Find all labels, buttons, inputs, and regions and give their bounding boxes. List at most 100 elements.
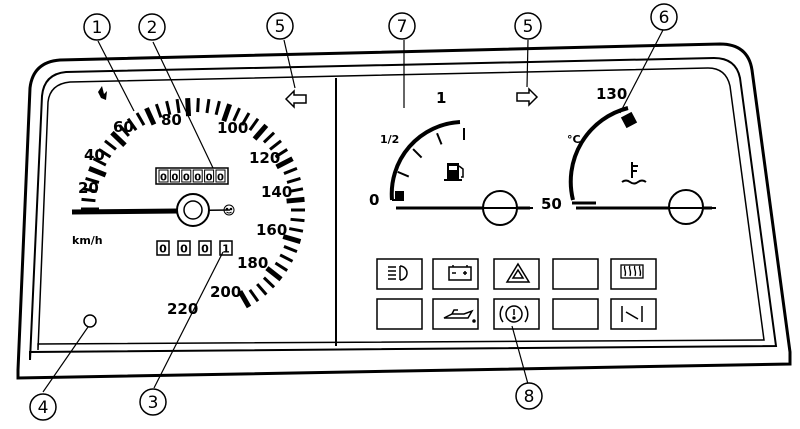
speed-tick: [288, 227, 304, 233]
speed-tick: [221, 103, 232, 122]
speed-tick: [290, 217, 305, 223]
speed-tick: [252, 123, 269, 141]
odometer-digit: 0: [183, 173, 190, 184]
fuel-reserve-marker: [395, 191, 404, 200]
speed-tick: [286, 196, 305, 204]
speed-unit-label: km/h: [72, 234, 103, 247]
trip-digit: 1: [222, 243, 230, 256]
speed-tick: [286, 177, 301, 184]
oil-can-icon: [443, 309, 476, 323]
temp-label-low: 50: [541, 195, 562, 213]
callout-circle: [515, 382, 543, 410]
odometer-digit: 0: [160, 173, 167, 184]
speed-tick: [135, 112, 146, 126]
warning-light-slot: [432, 298, 479, 330]
warning-light-slot: [493, 258, 540, 290]
speed-tick: [92, 157, 107, 167]
speed-tick: [256, 283, 268, 296]
warning-light-slot: [610, 258, 657, 290]
fuel-tick: [397, 170, 410, 178]
speed-tick: [269, 139, 282, 151]
speed-label-60: 60: [113, 118, 134, 136]
speed-tick: [248, 117, 260, 132]
speed-tick: [237, 290, 252, 309]
odometer-digit-cell: [192, 169, 203, 183]
speed-tick: [282, 234, 302, 244]
speed-tick: [283, 245, 298, 254]
odometer-digit-cell: [169, 169, 180, 183]
speed-tick: [279, 253, 294, 263]
reset-knob-symbol: [223, 204, 235, 216]
speed-tick: [97, 148, 112, 159]
speed-tick: [265, 266, 283, 282]
warning-light-panel: [376, 258, 657, 330]
speed-tick: [232, 107, 241, 122]
odometer-digit: 0: [194, 173, 201, 184]
fuel-pump-icon: [444, 163, 464, 181]
speed-tick: [110, 130, 127, 147]
speed-tick: [275, 156, 294, 170]
temp-hot-zone-marker: [620, 111, 638, 129]
speed-label-140: 140: [261, 183, 292, 201]
temp-label-high: 130: [596, 85, 627, 103]
headlight-icon: [388, 265, 408, 281]
callout-circle: [139, 388, 167, 416]
callout-number: 7: [397, 17, 408, 37]
speed-label-200: 200: [210, 283, 241, 301]
brake-icon: [499, 305, 529, 323]
battery-icon: [448, 265, 472, 281]
callout-circle: [138, 13, 166, 41]
odometer-digit: 0: [171, 173, 178, 184]
speed-tick: [288, 187, 304, 193]
turn-indicator-right-icon: [516, 87, 539, 107]
fuel-label-empty: 0: [369, 191, 379, 209]
speed-tick: [104, 139, 117, 151]
callout-circle: [388, 12, 416, 40]
speed-label-100: 100: [217, 119, 248, 137]
speed-label-40: 40: [84, 146, 105, 164]
speed-tick: [214, 100, 221, 116]
callout-circle: [514, 12, 542, 40]
callouts: [42, 29, 664, 393]
fuel-label-half: 1/2: [380, 133, 399, 146]
speed-tick: [240, 112, 251, 126]
speed-tick: [165, 100, 172, 116]
speed-tick: [154, 103, 163, 118]
warning-light-slot: [376, 298, 423, 330]
speed-label-180: 180: [237, 254, 268, 272]
temp-gauge: 50 130 °C: [541, 85, 716, 225]
speed-tick: [85, 177, 100, 184]
speed-label-120: 120: [249, 149, 280, 167]
odometer-digit-cell: [181, 169, 192, 183]
speedometer-needle: [71, 193, 231, 227]
callout-number: 3: [148, 393, 159, 413]
speed-tick: [175, 98, 181, 114]
turn-indicator-left-icon: [284, 89, 307, 109]
fuel-tick: [436, 132, 443, 145]
callout-number: 5: [275, 17, 286, 37]
odometer-digit: 0: [206, 173, 213, 184]
speed-tick: [185, 98, 192, 117]
odometer-digit: 0: [217, 173, 224, 184]
callout-number: 8: [524, 387, 535, 407]
fuel-needle: [396, 190, 533, 226]
rear-defrost-icon: [620, 264, 644, 279]
hazard-icon: [505, 262, 531, 283]
trip-digit-cell: [177, 240, 191, 256]
speedometer-scale: [81, 98, 305, 309]
callout-number: 4: [38, 398, 49, 418]
speed-label-160: 160: [256, 221, 287, 239]
warning-light-slot: [610, 298, 657, 330]
trip-digit-cell: [156, 240, 170, 256]
trip-reset-knob: [83, 314, 97, 328]
speed-tick: [82, 187, 98, 193]
trip-digit: 0: [159, 243, 167, 256]
trip-digit-cell: [198, 240, 212, 256]
warning-light-slot: [376, 258, 423, 290]
speed-tick: [81, 197, 96, 203]
speed-tick: [262, 276, 276, 289]
speed-tick: [274, 148, 289, 159]
